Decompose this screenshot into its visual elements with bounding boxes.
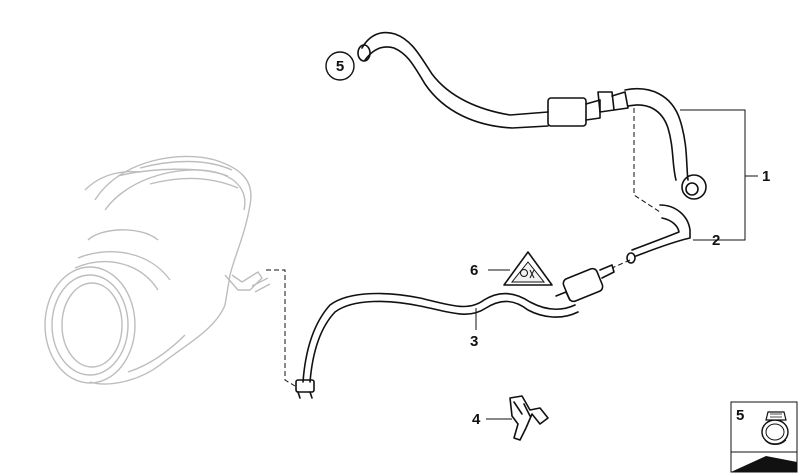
hose-clamp-icon — [761, 411, 789, 445]
warning-triangle-icon — [510, 261, 546, 283]
callout-5-circled: 5 — [336, 58, 344, 75]
callout-4: 4 — [472, 411, 481, 428]
warning-label — [503, 251, 553, 286]
callout-6: 6 — [470, 262, 478, 279]
clip — [509, 395, 549, 441]
callout-2: 2 — [712, 232, 720, 249]
callout-5-inset: 5 — [736, 407, 744, 424]
air-intake-boot — [44, 155, 271, 385]
vent-line-with-valve — [295, 264, 615, 399]
vent-hose-upper — [357, 31, 707, 200]
inset-hose-clamp: 5 — [730, 401, 798, 473]
connection-dash-boot — [266, 269, 296, 387]
callout-3: 3 — [470, 333, 478, 350]
connection-dash-valve — [611, 259, 631, 269]
callout-5-circle — [325, 51, 355, 81]
callout-1: 1 — [762, 168, 770, 185]
leader-1 — [680, 109, 758, 241]
connection-dash-vent — [633, 108, 661, 213]
elbow-hose — [626, 204, 691, 264]
